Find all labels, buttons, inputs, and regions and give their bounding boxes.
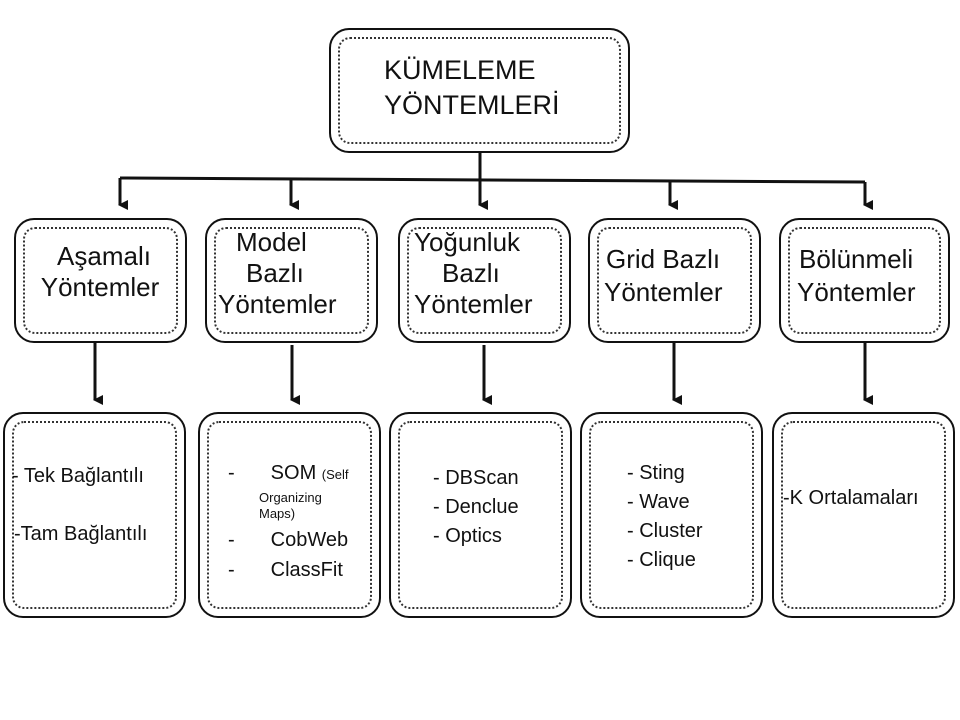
leaf-model-som-note: (Self	[321, 467, 349, 482]
root-title: KÜMELEME YÖNTEMLERİ	[384, 53, 560, 122]
category-grid-node	[588, 218, 761, 343]
root-title-line-2: YÖNTEMLERİ	[384, 89, 560, 120]
leaf-model-cobweb: CobWeb	[270, 529, 349, 551]
category-model-node	[205, 218, 378, 343]
category-density-line-2: Bazlı	[442, 258, 500, 289]
leaf-model-som-note-line-2: Organizing	[259, 490, 322, 505]
category-density-node	[398, 218, 571, 343]
leaf-model-item-cobweb: - CobWeb	[228, 528, 349, 552]
leaf-model-item-classfit: - ClassFit	[228, 558, 349, 582]
root-node	[329, 28, 630, 153]
root-title-line-1: KÜMELEME	[384, 55, 536, 85]
leaf-model-list: - SOM (Self Organizing Maps) - CobWeb - …	[228, 461, 349, 582]
category-density-line-3: Yöntemler	[414, 289, 533, 320]
leaf-partitional-list: -K Ortalamaları	[783, 487, 919, 511]
list-bullet: -	[228, 529, 235, 551]
leaf-density-item: - Denclue	[433, 496, 519, 518]
leaf-hierarchical-list: - Tek Bağlantılı -Tam Bağlantılı	[12, 466, 147, 544]
leaf-grid-item: - Cluster	[627, 520, 703, 542]
leaf-density-item: - DBScan	[433, 467, 519, 489]
leaf-hierarchical-node	[3, 412, 186, 618]
category-density-label: Yoğunluk Bazlı Yöntemler	[410, 227, 533, 321]
leaf-grid-item: - Wave	[627, 491, 690, 513]
category-model-label: Model Bazlı Yöntemler	[218, 227, 337, 321]
category-model-line-3: Yöntemler	[218, 289, 337, 320]
category-model-line-1: Model	[236, 227, 307, 257]
category-partitional-line-1: Bölünmeli	[799, 244, 914, 274]
category-grid-line-1: Grid Bazlı	[606, 244, 721, 274]
leaf-model-som-note-line-3: Maps)	[259, 506, 296, 521]
category-grid-line-2: Yöntemler	[604, 276, 723, 307]
category-hierarchical-node	[14, 218, 187, 343]
category-model-line-2: Bazlı	[246, 258, 304, 289]
category-hierarchical-line-1: Aşamalı	[57, 241, 151, 271]
leaf-density-item: - Optics	[433, 525, 502, 547]
horizontal-bus	[119, 176, 866, 184]
category-grid-label: Grid Bazlı Yöntemler	[604, 243, 723, 308]
leaf-partitional-item: -K Ortalamaları	[783, 487, 919, 509]
leaf-density-node	[389, 412, 572, 618]
category-density-line-1: Yoğunluk	[414, 227, 521, 257]
category-partitional-line-2: Yöntemler	[797, 276, 916, 307]
leaf-partitional-node	[772, 412, 955, 618]
leaf-model-som: SOM (Self	[271, 461, 349, 487]
leaf-model-item-som: - SOM (Self	[228, 461, 349, 487]
category-partitional-label: Bölünmeli Yöntemler	[797, 243, 916, 308]
leaf-model-node	[198, 412, 381, 618]
leaf-model-classfit: ClassFit	[270, 559, 343, 581]
leaf-hierarchical-item: -Tam Bağlantılı	[14, 523, 148, 545]
leaf-grid-item: - Sting	[627, 462, 685, 484]
leaf-density-list: - DBScan - Denclue - Optics	[433, 464, 519, 551]
leaf-grid-node	[580, 412, 763, 618]
leaf-hierarchical-item: - Tek Bağlantılı	[12, 465, 144, 487]
list-bullet: -	[228, 559, 235, 581]
category-hierarchical-line-2: Yöntemler	[40, 271, 160, 302]
leaf-grid-item: - Clique	[627, 549, 696, 571]
category-hierarchical-label: Aşamalı Yöntemler	[34, 241, 184, 302]
leaf-model-som-label: SOM	[270, 462, 317, 484]
leaf-grid-list: - Sting - Wave - Cluster - Clique	[627, 459, 703, 575]
category-partitional-node	[779, 218, 950, 343]
list-bullet: -	[228, 462, 235, 484]
